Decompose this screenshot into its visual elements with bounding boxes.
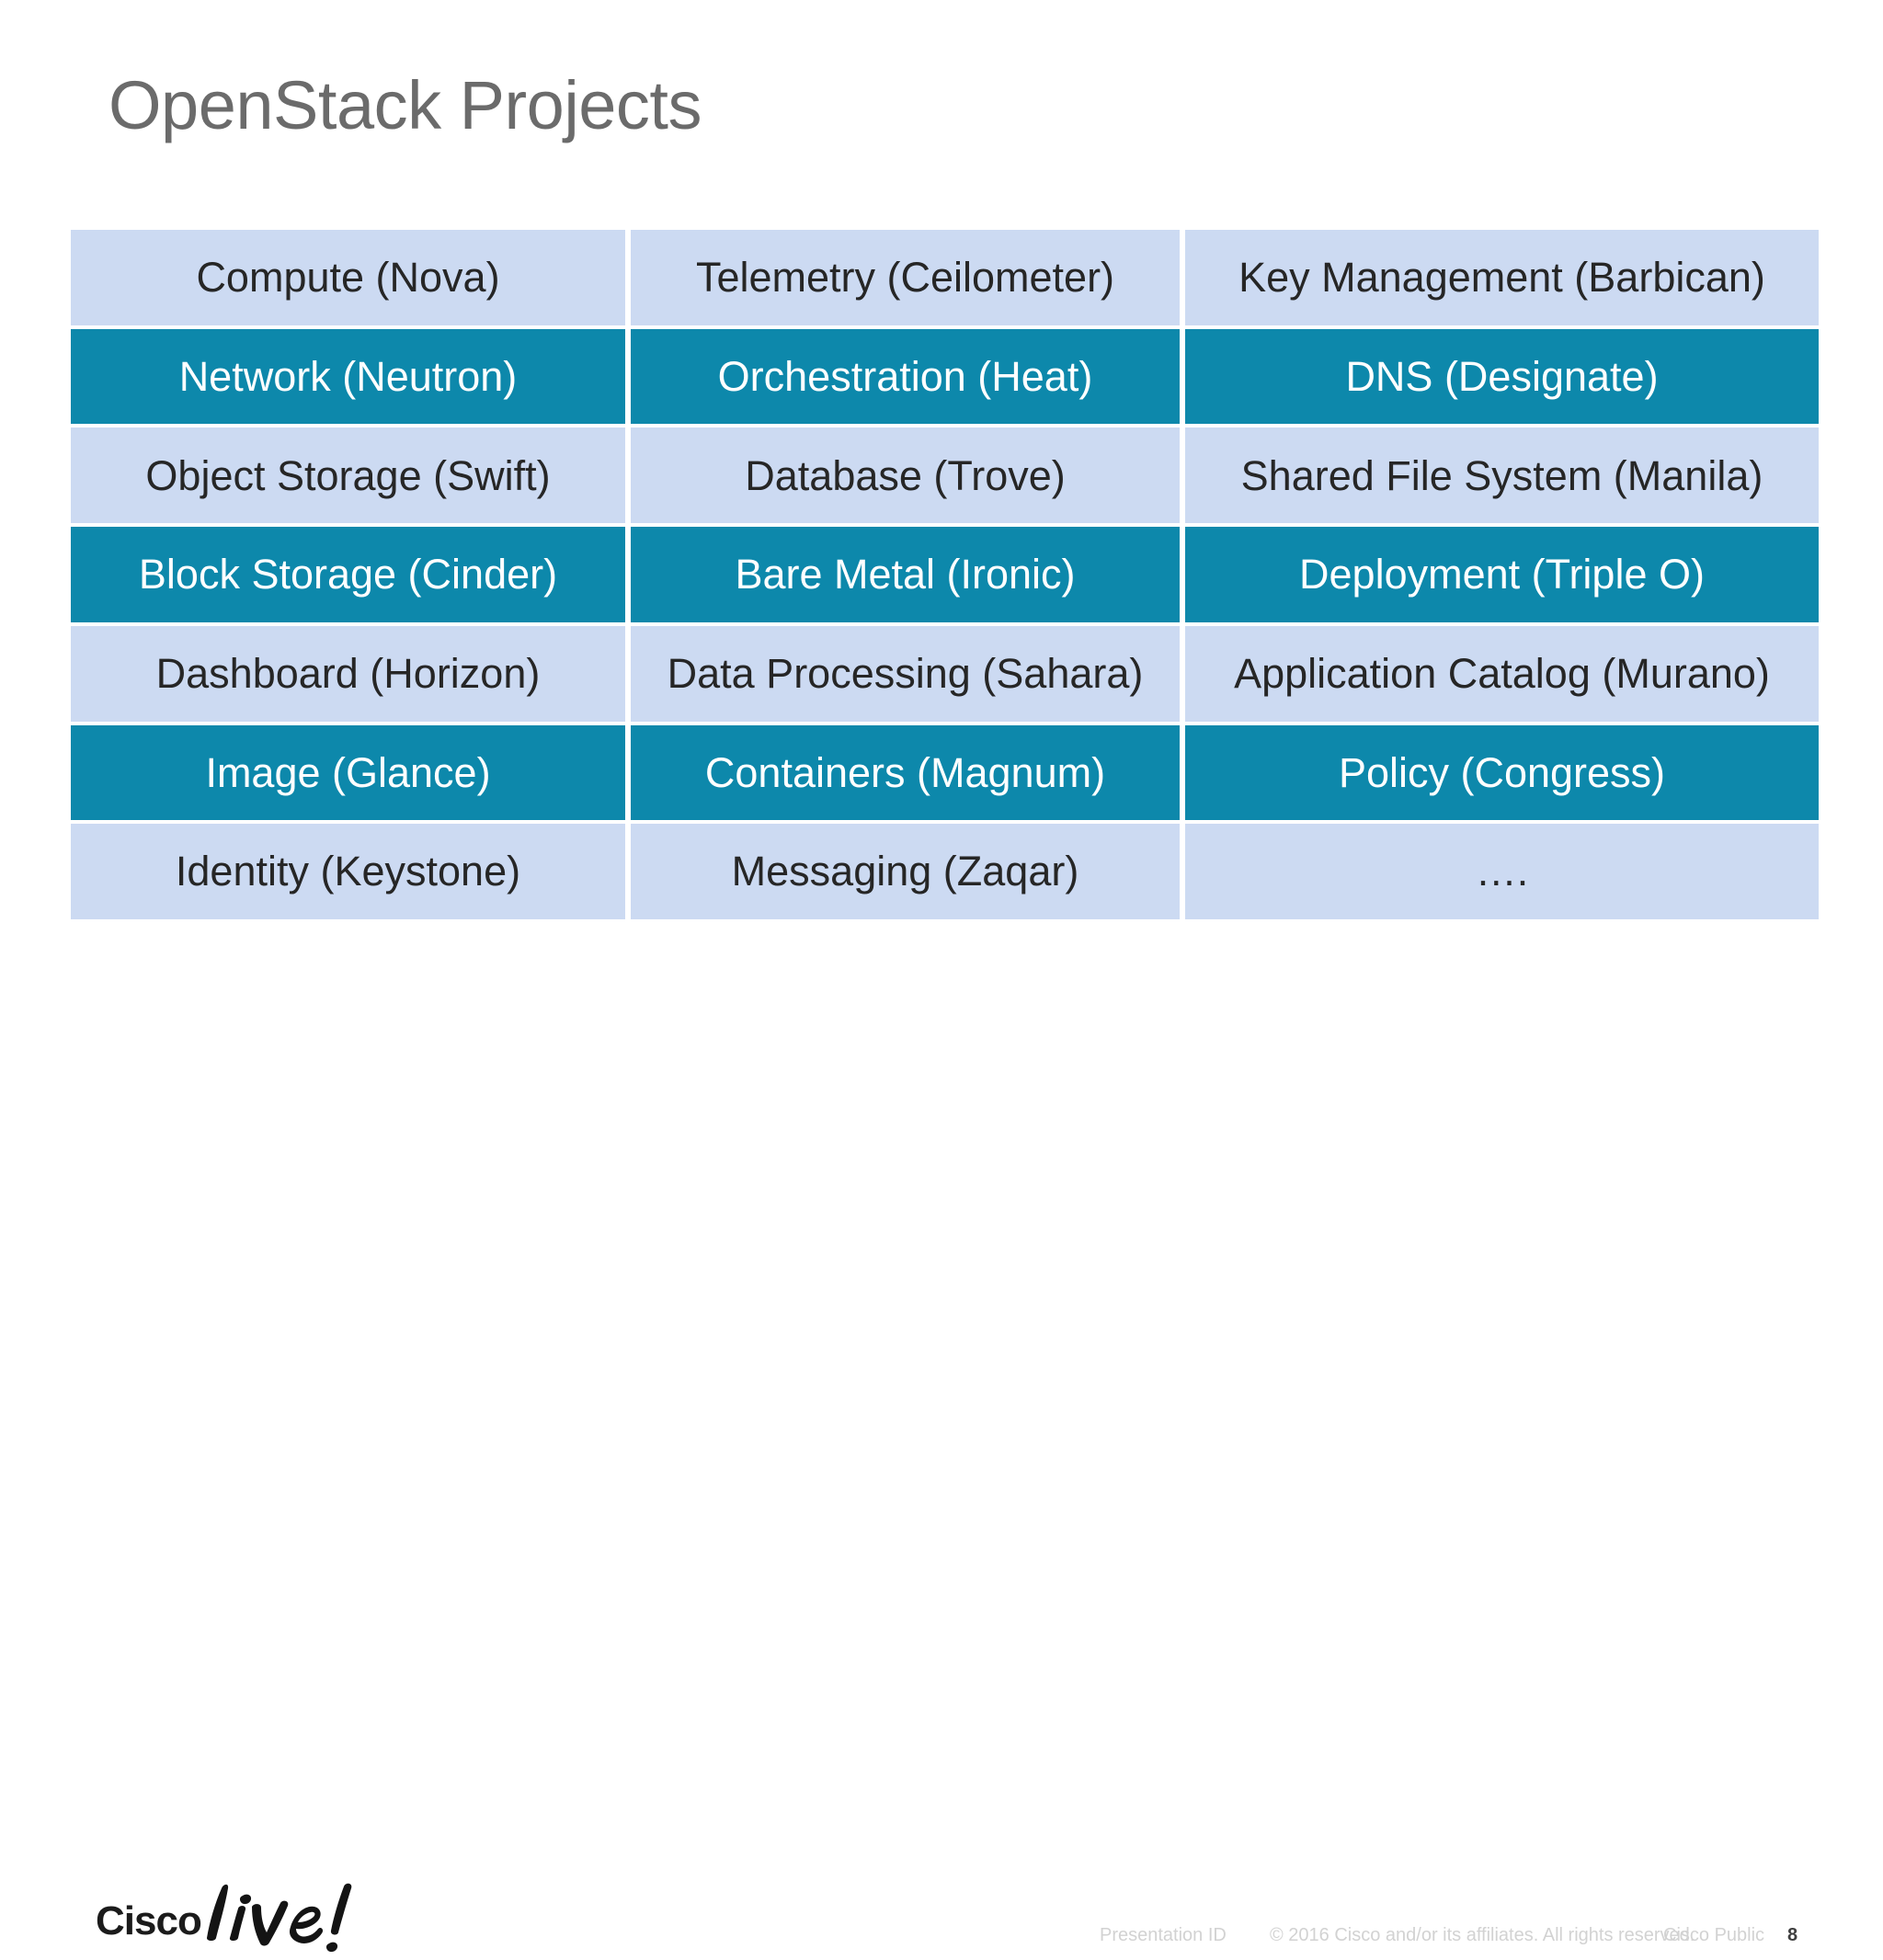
footer-meta: Presentation ID © 2016 Cisco and/or its … [0, 1920, 1883, 1951]
table-cell: …. [1185, 824, 1819, 920]
table-cell: Image (Glance) [71, 724, 625, 821]
table-row: Compute (Nova)Telemetry (Ceilometer)Key … [71, 230, 1819, 325]
table-cell: Object Storage (Swift) [71, 427, 625, 524]
table-cell: DNS (Designate) [1185, 328, 1819, 425]
copyright-text: © 2016 Cisco and/or its affiliates. All … [1270, 1925, 1695, 1945]
page-number: 8 [1787, 1925, 1798, 1945]
table-cell: Orchestration (Heat) [631, 328, 1180, 425]
table-cell: Identity (Keystone) [71, 824, 625, 920]
table-cell: Compute (Nova) [71, 230, 625, 325]
table-cell: Key Management (Barbican) [1185, 230, 1819, 325]
table-row: Image (Glance)Containers (Magnum)Policy … [71, 724, 1819, 821]
page-title: OpenStack Projects [108, 67, 702, 143]
table-cell: Telemetry (Ceilometer) [631, 230, 1180, 325]
table-cell: Deployment (Triple O) [1185, 527, 1819, 622]
table-cell: Data Processing (Sahara) [631, 625, 1180, 722]
presentation-id-label: Presentation ID [1100, 1925, 1227, 1945]
table-cell: Containers (Magnum) [631, 724, 1180, 821]
table-row: Block Storage (Cinder)Bare Metal (Ironic… [71, 527, 1819, 622]
table-cell: Block Storage (Cinder) [71, 527, 625, 622]
table-cell: Policy (Congress) [1185, 724, 1819, 821]
table-row: Dashboard (Horizon)Data Processing (Saha… [71, 625, 1819, 722]
table-cell: Dashboard (Horizon) [71, 625, 625, 722]
table-cell: Shared File System (Manila) [1185, 427, 1819, 524]
openstack-projects-table: Compute (Nova)Telemetry (Ceilometer)Key … [71, 230, 1819, 920]
slide: OpenStack Projects Compute (Nova)Telemet… [0, 67, 1883, 1953]
table-cell: Application Catalog (Murano) [1185, 625, 1819, 722]
table-cell: Database (Trove) [631, 427, 1180, 524]
table-cell: Messaging (Zaqar) [631, 824, 1180, 920]
table-row: Identity (Keystone)Messaging (Zaqar)…. [71, 824, 1819, 920]
table-cell: Bare Metal (Ironic) [631, 527, 1180, 622]
slide-footer: Cisco [0, 938, 1883, 1953]
table-row: Network (Neutron)Orchestration (Heat)DNS… [71, 328, 1819, 425]
table-cell: Network (Neutron) [71, 328, 625, 425]
classification-label: Cisco Public [1663, 1925, 1765, 1945]
table-row: Object Storage (Swift)Database (Trove)Sh… [71, 427, 1819, 524]
